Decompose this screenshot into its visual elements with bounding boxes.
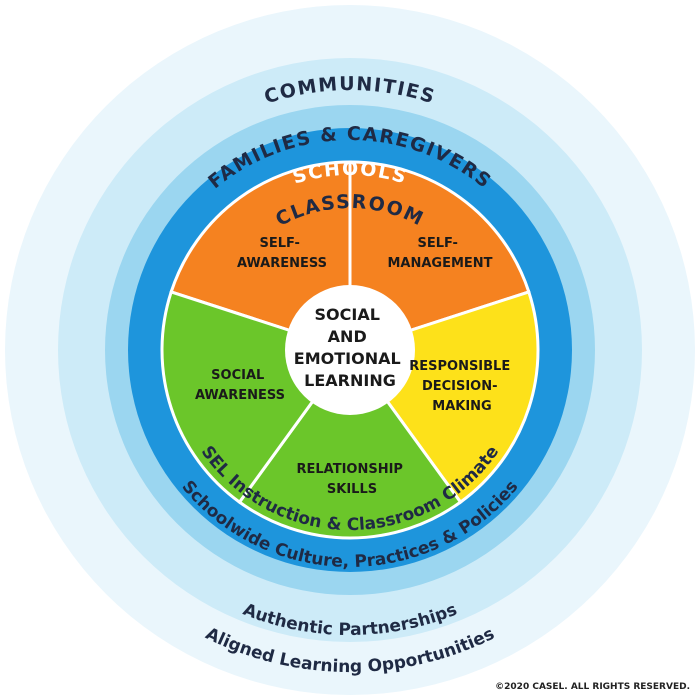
label-self-awareness: SELF- AWARENESS xyxy=(237,236,327,271)
copyright-notice: ©2020 CASEL. ALL RIGHTS RESERVED. xyxy=(495,682,690,692)
center-label: SOCIAL AND EMOTIONAL LEARNING xyxy=(294,305,406,390)
center-circle xyxy=(285,285,415,415)
competency-wheel xyxy=(160,160,540,540)
segment-relationship-skills xyxy=(237,347,463,540)
label-self-management: SELF- MANAGEMENT xyxy=(387,236,492,271)
label-relationship-skills: RELATIONSHIP SKILLS xyxy=(296,462,407,497)
label-responsible-decision-making: RESPONSIBLE DECISION- MAKING xyxy=(409,359,515,414)
label-social-awareness: SOCIAL AWARENESS xyxy=(195,368,285,403)
